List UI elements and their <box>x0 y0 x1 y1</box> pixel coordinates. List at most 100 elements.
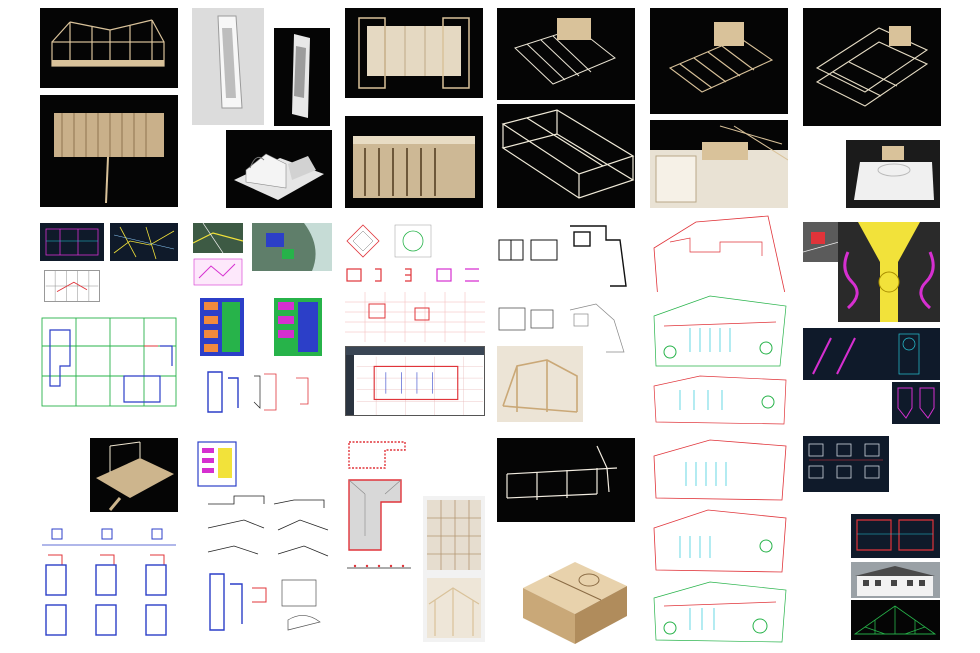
cad-street-map-image <box>113 226 175 260</box>
aerial-map-image <box>193 223 243 253</box>
diamond-plan-thumb <box>345 223 381 259</box>
colored-plan-a <box>198 296 246 358</box>
cad-plan-image <box>498 239 558 261</box>
wood-section-model-image <box>353 136 475 198</box>
cad-plan-image <box>45 228 99 256</box>
house-elevation-image <box>851 562 940 598</box>
cad-site-plan-image <box>653 439 787 501</box>
pink-sketch-thumb <box>193 258 243 286</box>
model-photo-staircase <box>90 438 178 512</box>
cad-section-image <box>207 495 329 631</box>
wood-box-model-photo <box>515 528 635 646</box>
green-truss-elevation <box>851 600 940 640</box>
wood-axon-frame-image <box>514 18 616 85</box>
bw-plan-thumb-b <box>566 222 648 290</box>
bw-plan-thumb-c <box>497 304 561 334</box>
site-plan-landscape-c <box>650 578 790 646</box>
cad-plan-image <box>498 307 554 331</box>
wood-axon-frame-image <box>815 26 929 107</box>
wood-frame-model-image <box>51 19 165 67</box>
model-photo-axon-a <box>497 8 635 100</box>
cad-floor-plan-image <box>42 528 176 636</box>
cad-drawing-canvas <box>356 356 483 415</box>
wood-roof-frame-image <box>54 113 164 204</box>
site-plan-red-b <box>650 506 790 576</box>
aerial-map-image <box>252 223 332 271</box>
cad-site-plan-image <box>653 295 787 367</box>
white-massing-model-image <box>192 8 264 125</box>
blue-plan-sheet <box>40 525 178 643</box>
cad-floor-plan-image <box>856 519 934 551</box>
cad-toolbar <box>346 347 484 355</box>
aerial-map-thumb-b <box>252 223 332 271</box>
cad-elevation-navy <box>803 436 889 492</box>
model-photo-frame-dark <box>497 438 635 522</box>
cad-plan-thumb-a <box>40 223 104 261</box>
cad-roof-plan-image <box>348 479 402 551</box>
site-plan-red-a <box>650 436 790 504</box>
round-plan-thumb <box>393 223 433 259</box>
model-photo-section <box>345 116 483 208</box>
cad-plan-image <box>45 271 99 301</box>
cad-plan-image <box>394 224 432 258</box>
pink-grid-plan <box>345 292 485 342</box>
cad-elevation-image <box>347 564 411 569</box>
site-plan-outline <box>650 212 790 304</box>
aerial-map-image <box>803 222 839 262</box>
plan-component-row <box>345 266 485 284</box>
white-site-model-image <box>846 140 940 208</box>
model-photo-axon-b <box>497 104 635 208</box>
cad-sketch-image <box>193 258 243 286</box>
wood-frame-model-image <box>497 346 583 422</box>
colored-plan-image <box>200 298 244 356</box>
colored-plan-b <box>272 296 324 358</box>
bw-plan-thumb-a <box>497 236 561 264</box>
wood-interior-model-image <box>650 125 788 208</box>
cad-plan-navy-a <box>803 328 940 380</box>
model-photo-plan-top <box>345 8 483 98</box>
cad-site-plan-image <box>653 375 787 425</box>
wood-axon-frame-image <box>501 109 635 199</box>
wood-axon-frame-image <box>668 22 774 93</box>
aerial-map-thumb-a <box>193 223 243 253</box>
model-photo-frame-long <box>40 8 178 88</box>
wood-model-photo-light <box>497 346 583 422</box>
wood-model-elevation-photo <box>423 496 485 642</box>
wood-plan-model-image <box>358 17 470 89</box>
cad-floor-plan-image <box>41 317 177 407</box>
red-dotted-plan <box>345 438 413 472</box>
cad-plan-navy-c <box>851 514 940 558</box>
aerial-map-thumb-c <box>803 222 839 262</box>
house-elevation-photo <box>851 562 940 598</box>
white-massing-model-image <box>292 34 310 118</box>
cad-plan-navy-b <box>892 382 940 424</box>
white-house-model-image <box>234 153 324 200</box>
elevation-line <box>345 560 413 574</box>
cad-elevation-image <box>853 605 937 635</box>
cad-plan-strip <box>204 368 324 416</box>
section-sketch-sheet <box>204 490 332 646</box>
cad-plan-image <box>346 224 380 258</box>
site-plan-landscape-a <box>650 292 790 370</box>
cad-plan-image <box>348 441 406 469</box>
wood-frame-model-image <box>96 441 174 511</box>
wood-frame-model-image <box>506 445 618 500</box>
model-photo-axon-d <box>803 8 941 126</box>
massing-model-photo-a <box>192 8 264 125</box>
roof-plan <box>345 476 413 554</box>
colored-plan-image <box>274 298 322 356</box>
cad-side-panel <box>346 355 354 415</box>
model-photo-interior <box>650 120 788 208</box>
model-photo-site-base <box>846 140 940 208</box>
wood-box-model-image <box>523 562 627 644</box>
cad-plan-image <box>569 303 625 353</box>
cad-site-plan-image <box>653 215 787 301</box>
cad-component-icons <box>346 268 479 282</box>
cad-map-thumb <box>110 223 178 261</box>
model-photo-frame-top <box>40 95 178 207</box>
massing-model-photo-c <box>226 130 332 208</box>
model-photo-axon-c <box>650 8 788 114</box>
massing-model-photo-b <box>274 28 330 126</box>
colored-plan-c <box>196 440 238 488</box>
cad-plan-thumb-b <box>44 270 100 302</box>
